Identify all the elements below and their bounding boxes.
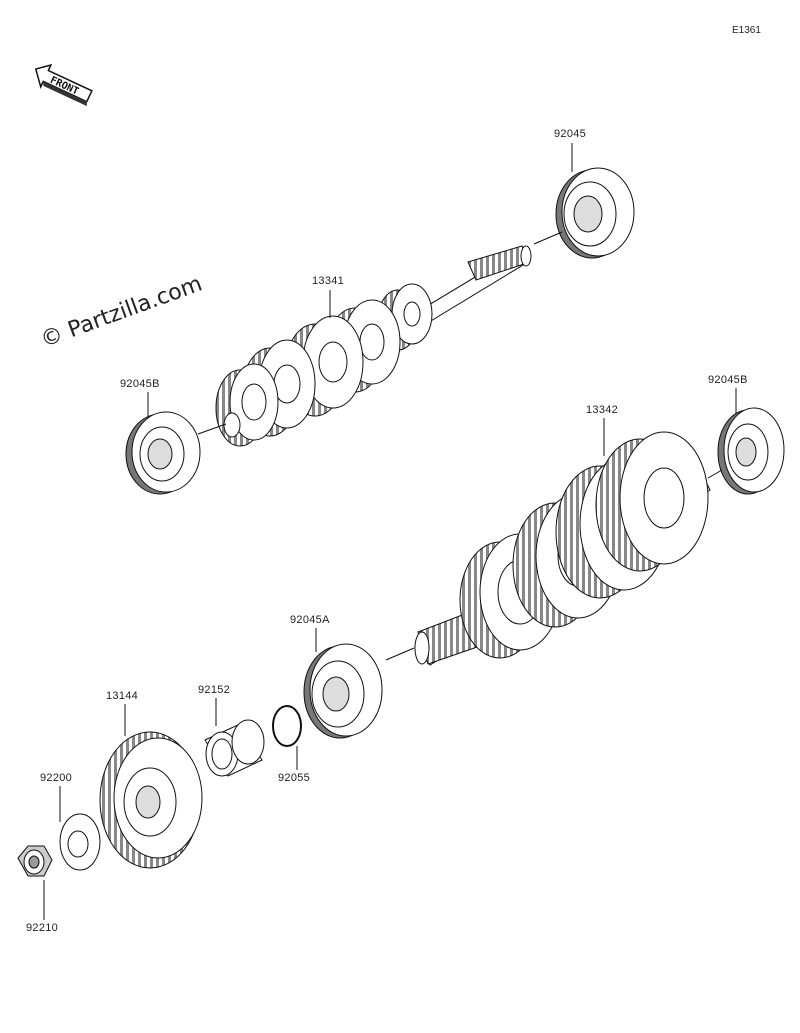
washer-92200[interactable] (59, 813, 101, 871)
input-shaft-13341[interactable] (215, 245, 532, 447)
bearing-92045[interactable] (555, 167, 635, 259)
part-label-92045a[interactable]: 92045A (290, 614, 330, 626)
front-arrow-icon: FRONT (34, 63, 93, 107)
part-label-92210[interactable]: 92210 (26, 922, 59, 934)
part-label-13341[interactable]: 13341 (312, 275, 345, 287)
part-label-92045b-right[interactable]: 92045B (708, 374, 748, 386)
part-label-13342[interactable]: 13342 (586, 404, 619, 416)
catalog-code: E1361 (732, 25, 761, 36)
sprocket-13144[interactable] (99, 731, 203, 869)
part-label-92055[interactable]: 92055 (278, 772, 311, 784)
leader-lines (43, 143, 737, 920)
collar-92152[interactable] (204, 719, 265, 777)
bearing-92045a[interactable] (303, 643, 383, 739)
bearing-92045b-right[interactable] (717, 407, 785, 495)
part-label-13144[interactable]: 13144 (106, 690, 139, 702)
output-shaft-13342[interactable] (414, 431, 711, 666)
part-label-92200[interactable]: 92200 (40, 772, 73, 784)
bearing-92045b-upper[interactable] (125, 411, 201, 495)
part-label-92045b-upper[interactable]: 92045B (120, 378, 160, 390)
o-ring-92055[interactable] (272, 705, 302, 747)
part-label-92152[interactable]: 92152 (198, 684, 231, 696)
part-label-92045[interactable]: 92045 (554, 128, 587, 140)
nut-92210[interactable] (17, 845, 53, 877)
